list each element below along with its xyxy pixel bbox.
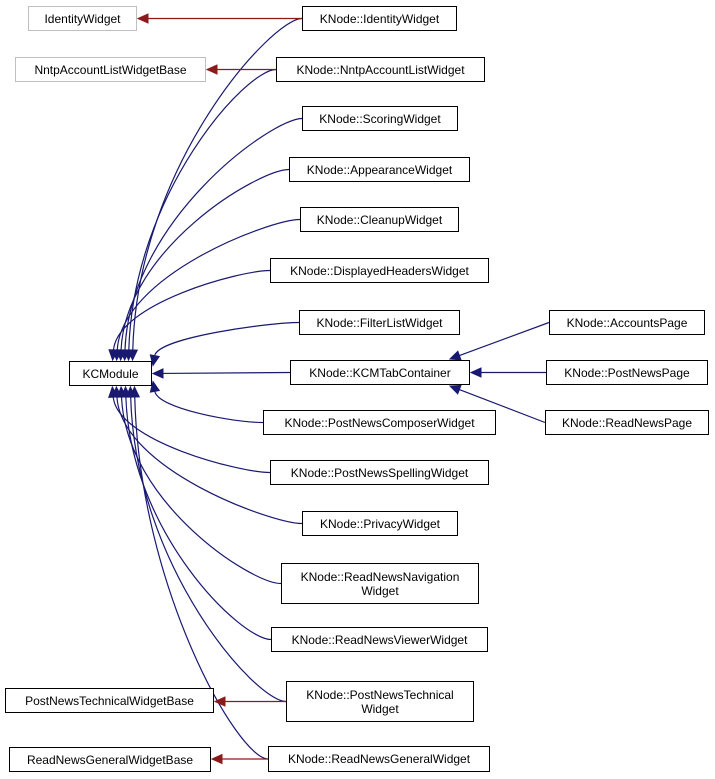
node-knode-post-news-spelling-widget[interactable]: KNode::PostNewsSpellingWidget <box>270 460 489 485</box>
edge-k_privacy-to-kcmodule <box>116 396 303 525</box>
edge-k_technical-to-post_technical_base-arrowhead <box>213 696 226 707</box>
node-knode-post-news-composer-widget[interactable]: KNode::PostNewsComposerWidget <box>263 410 496 435</box>
node-knode-appearance-widget[interactable]: KNode::AppearanceWidget <box>289 157 470 182</box>
node-identity-widget[interactable]: IdentityWidget <box>28 6 137 31</box>
edge-k_identity-to-kcmodule <box>132 17 303 351</box>
edge-k_composer-to-kcmodule-arrowhead <box>149 380 161 393</box>
edge-k_filterlist-to-kcmodule-arrowhead <box>149 354 161 367</box>
edge-k_spelling-to-kcmodule <box>112 396 271 474</box>
node-post-news-technical-widget-base[interactable]: PostNewsTechnicalWidgetBase <box>5 688 214 713</box>
node-knode-read-news-navigation-widget[interactable]: KNode::ReadNewsNavigation Widget <box>281 563 479 604</box>
edge-k_kcmtab-to-kcmodule <box>162 371 291 375</box>
node-knode-read-news-general-widget[interactable]: KNode::ReadNewsGeneralWidget <box>268 746 490 772</box>
edge-k_general-to-kcmodule-arrowhead <box>129 385 141 398</box>
edge-k_kcmtab-to-kcmodule-arrowhead <box>151 368 164 379</box>
node-knode-accounts-page[interactable]: KNode::AccountsPage <box>549 310 705 335</box>
edge-k_navigation-to-kcmodule <box>120 396 282 585</box>
node-knode-identity-widget[interactable]: KNode::IdentityWidget <box>302 6 457 31</box>
node-knode-kcm-tab-container[interactable]: KNode::KCMTabContainer <box>290 360 470 385</box>
edge-k_general-to-read_general_base-arrowhead <box>210 753 223 765</box>
edge-k_readnews-to-k_kcmtab <box>459 389 546 424</box>
edge-k_postnews-to-k_kcmtab-arrowhead <box>469 367 482 378</box>
node-knode-post-news-technical-widget[interactable]: KNode::PostNewsTechnical Widget <box>286 681 474 722</box>
node-read-news-general-widget-base[interactable]: ReadNewsGeneralWidgetBase <box>9 747 211 772</box>
edge-k_readnews-to-k_kcmtab-arrowhead <box>448 384 462 395</box>
node-kcmodule[interactable]: KCModule <box>69 361 152 386</box>
node-knode-post-news-page[interactable]: KNode::PostNewsPage <box>546 360 708 385</box>
edge-k_technical-to-kcmodule <box>130 396 287 703</box>
edge-k_accounts-to-k_kcmtab <box>459 321 550 357</box>
node-knode-displayed-headers-widget[interactable]: KNode::DisplayedHeadersWidget <box>270 258 489 283</box>
edge-k_composer-to-kcmodule <box>154 391 264 424</box>
node-knode-filter-list-widget[interactable]: KNode::FilterListWidget <box>299 310 460 335</box>
node-knode-read-news-viewer-widget[interactable]: KNode::ReadNewsViewerWidget <box>271 627 488 652</box>
edge-k_displayed-to-kcmodule-arrowhead <box>108 349 119 362</box>
edge-k_appearance-to-kcmodule <box>120 168 290 351</box>
edge-k_cleanup-to-kcmodule <box>116 218 301 351</box>
edge-k_general-to-kcmodule <box>134 396 269 760</box>
edge-k_accounts-to-k_kcmtab-arrowhead <box>448 350 462 361</box>
node-nntp-account-list-widget-base[interactable]: NntpAccountListWidgetBase <box>15 57 206 82</box>
edge-k_nntp-to-kcmodule <box>128 68 277 351</box>
node-knode-cleanup-widget[interactable]: KNode::CleanupWidget <box>300 207 459 232</box>
node-knode-nntp-account-list-widget[interactable]: KNode::NntpAccountListWidget <box>276 57 485 82</box>
node-knode-read-news-page[interactable]: KNode::ReadNewsPage <box>545 410 709 435</box>
node-knode-scoring-widget[interactable]: KNode::ScoringWidget <box>302 106 458 131</box>
edge-k_filterlist-to-kcmodule <box>154 321 300 356</box>
node-knode-privacy-widget[interactable]: KNode::PrivacyWidget <box>302 511 458 536</box>
edge-k_viewer-to-kcmodule <box>125 396 272 641</box>
edge-k_nntp-to-nntp_base-arrowhead <box>205 64 218 75</box>
edge-k_identity-to-identity_widget-arrowhead <box>136 13 149 24</box>
